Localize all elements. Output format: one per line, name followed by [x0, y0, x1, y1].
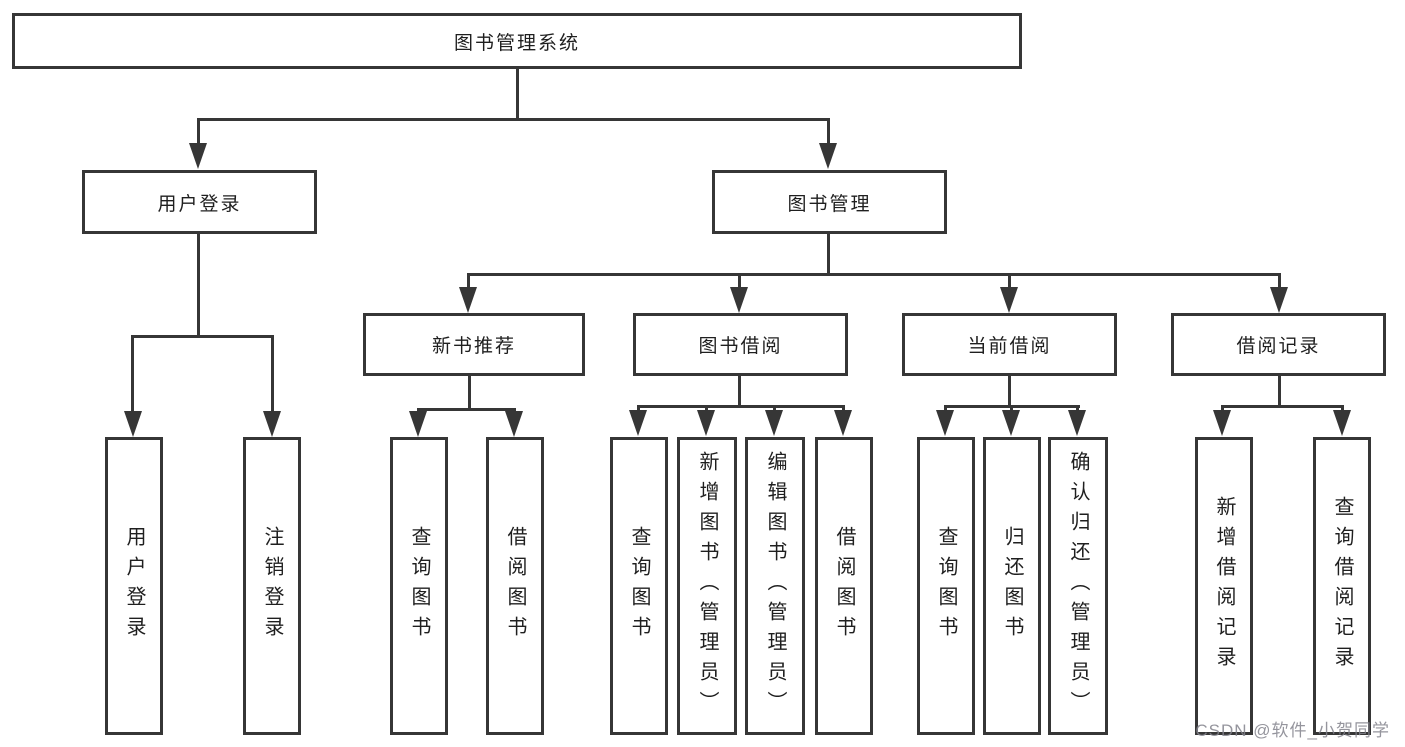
- connector-line: [468, 376, 471, 411]
- connector-line: [417, 408, 516, 411]
- connector-line: [1278, 376, 1281, 408]
- arrow-down-icon: [834, 410, 852, 436]
- connector-line: [1008, 273, 1011, 289]
- connector-line: [271, 335, 274, 413]
- connector-line: [467, 273, 1281, 276]
- node-user-login: 用户登录: [82, 170, 317, 234]
- connector-line: [417, 408, 420, 413]
- arrow-down-icon: [819, 143, 837, 169]
- node-borrow-books-action: 借阅图书: [815, 437, 873, 735]
- node-book-management: 图书管理: [712, 170, 947, 234]
- node-book-borrow: 图书借阅: [633, 313, 848, 376]
- node-borrow-books-recommend: 借阅图书: [486, 437, 544, 735]
- arrow-down-icon: [409, 411, 427, 437]
- node-add-borrow-record: 新增借阅记录: [1195, 437, 1253, 735]
- connector-line: [1008, 376, 1011, 408]
- node-query-books-current: 查询图书: [917, 437, 975, 735]
- node-query-books-borrow: 查询图书: [610, 437, 668, 735]
- arrow-down-icon: [1270, 287, 1288, 313]
- connector-line: [197, 118, 200, 145]
- arrow-down-icon: [1213, 410, 1231, 436]
- connector-line: [637, 405, 640, 412]
- connector-line: [1221, 405, 1344, 408]
- arrow-down-icon: [1002, 410, 1020, 436]
- arrow-down-icon: [505, 411, 523, 437]
- node-borrow-records: 借阅记录: [1171, 313, 1386, 376]
- arrow-down-icon: [629, 410, 647, 436]
- arrow-down-icon: [765, 410, 783, 436]
- connector-line: [827, 118, 830, 145]
- connector-line: [773, 405, 776, 412]
- connector-line: [131, 335, 134, 413]
- csdn-watermark: CSDN @软件_小贺同学: [1195, 721, 1390, 740]
- arrow-down-icon: [459, 287, 477, 313]
- arrow-down-icon: [1333, 410, 1351, 436]
- connector-line: [637, 405, 845, 408]
- node-query-books-recommend: 查询图书: [390, 437, 448, 735]
- connector-line: [738, 376, 741, 408]
- connector-line: [1341, 405, 1344, 412]
- connector-line: [197, 234, 200, 338]
- node-user-login-action: 用户登录: [105, 437, 163, 735]
- arrow-down-icon: [189, 143, 207, 169]
- connector-line: [197, 118, 830, 121]
- connector-line: [1010, 405, 1013, 412]
- arrow-down-icon: [730, 287, 748, 313]
- arrow-down-icon: [697, 410, 715, 436]
- connector-line: [513, 408, 516, 413]
- connector-line: [1278, 273, 1281, 289]
- connector-line: [467, 273, 470, 289]
- connector-line: [944, 405, 947, 412]
- node-new-book-recommend: 新书推荐: [363, 313, 585, 376]
- node-logout-action: 注销登录: [243, 437, 301, 735]
- node-add-book-admin: 新增图书（管理员）: [677, 437, 737, 735]
- node-confirm-return-admin: 确认归还（管理员）: [1048, 437, 1108, 735]
- arrow-down-icon: [1000, 287, 1018, 313]
- connector-line: [131, 335, 274, 338]
- arrow-down-icon: [263, 411, 281, 437]
- node-return-book: 归还图书: [983, 437, 1041, 735]
- arrow-down-icon: [936, 410, 954, 436]
- node-query-borrow-record: 查询借阅记录: [1313, 437, 1371, 735]
- connector-line: [738, 273, 741, 289]
- connector-line: [827, 234, 830, 276]
- node-current-borrow: 当前借阅: [902, 313, 1117, 376]
- connector-line: [705, 405, 708, 412]
- node-root: 图书管理系统: [12, 13, 1022, 69]
- connector-line: [516, 69, 519, 121]
- connector-line: [842, 405, 845, 412]
- arrow-down-icon: [1068, 410, 1086, 436]
- connector-line: [1076, 405, 1079, 412]
- arrow-down-icon: [124, 411, 142, 437]
- connector-line: [1221, 405, 1224, 412]
- node-edit-book-admin: 编辑图书（管理员）: [745, 437, 805, 735]
